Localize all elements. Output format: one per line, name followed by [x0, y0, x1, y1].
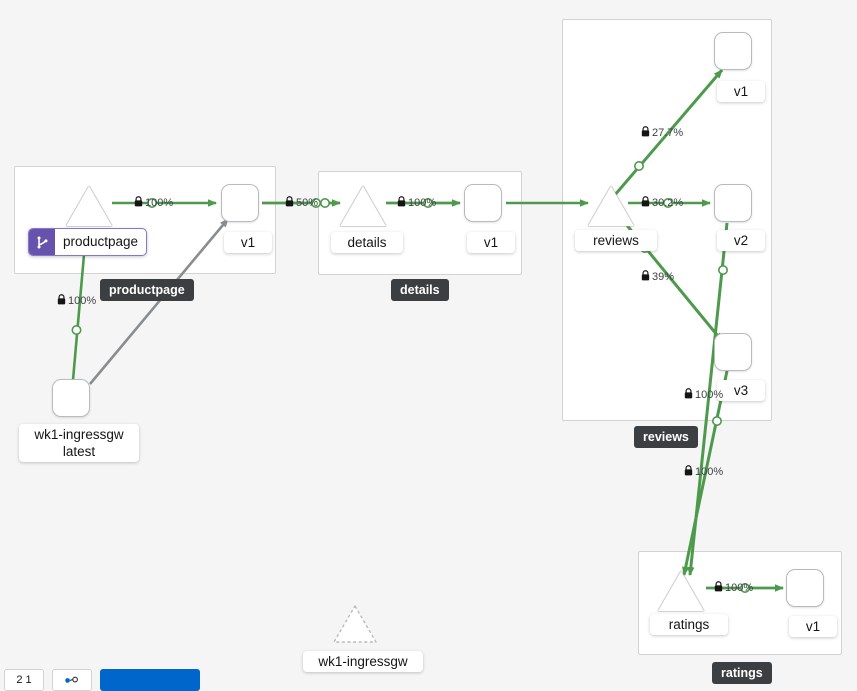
edge-label-text: 100% — [145, 197, 174, 209]
edge-label-text: 39% — [652, 271, 675, 283]
lock-icon — [285, 196, 294, 210]
group-tag-ratings: ratings — [712, 662, 772, 684]
node-shape-box[interactable] — [714, 32, 752, 70]
node-reviews-v3[interactable] — [714, 333, 752, 371]
zoom-level-chip[interactable]: 2 1 — [4, 669, 44, 691]
edge-label-text: 27.7% — [652, 127, 684, 139]
node-shape-box[interactable] — [52, 379, 90, 417]
node-productpage-service[interactable] — [66, 186, 112, 226]
node-reviews-v2[interactable] — [714, 184, 752, 222]
edge-label-productpage-v1-to-details: 50% — [285, 196, 318, 210]
lock-icon — [684, 465, 693, 479]
node-label-ratings: ratings — [650, 614, 728, 635]
edge-label-ingressgw-to-productpage: 100% — [57, 294, 96, 308]
node-ingressgw[interactable] — [52, 379, 90, 417]
edge-label-details-to-v1: 100% — [397, 196, 436, 210]
node-details-v1[interactable] — [464, 184, 502, 222]
virtual-service-badge-productpage[interactable]: productpage — [28, 228, 148, 256]
node-label-reviews-v3: v3 — [717, 380, 765, 401]
lock-icon — [684, 388, 693, 402]
node-reviews-v1[interactable] — [714, 32, 752, 70]
edge-label-text: 100% — [725, 582, 754, 594]
node-shape-box[interactable] — [221, 184, 259, 222]
lock-icon — [641, 126, 650, 140]
legend-chip[interactable] — [52, 669, 92, 691]
edge-label-reviews-v2-to-ratings: 100% — [684, 465, 723, 479]
node-label-ingressgw-idle: wk1-ingressgw — [303, 651, 423, 672]
node-label-line2: latest — [62, 444, 96, 459]
lock-icon — [714, 581, 723, 595]
group-tag-reviews: reviews — [634, 426, 698, 448]
node-productpage-v1[interactable] — [221, 184, 259, 222]
edge-label-text: 30.2% — [652, 197, 684, 209]
group-tag-details: details — [391, 279, 449, 301]
node-label-ingressgw: wk1-ingressgw latest — [19, 424, 139, 462]
edge-label-text: 100% — [695, 389, 724, 401]
node-label-reviews-v2: v2 — [717, 230, 765, 251]
lock-icon — [397, 196, 406, 210]
node-label-reviews: reviews — [575, 230, 657, 251]
node-shape-triangle[interactable] — [66, 186, 112, 226]
node-ingressgw-idle[interactable] — [332, 604, 378, 649]
group-tag-productpage: productpage — [100, 279, 194, 301]
edge-label-reviews-to-v2: 30.2% — [641, 196, 683, 210]
lock-icon — [57, 294, 66, 308]
node-reviews-service[interactable] — [588, 186, 634, 226]
node-shape-box[interactable] — [464, 184, 502, 222]
node-label-details-v1: v1 — [467, 232, 515, 253]
edge-label-reviews-to-v3: 39% — [641, 270, 674, 284]
node-label-details: details — [331, 232, 403, 253]
node-label-ratings-v1: v1 — [789, 616, 837, 637]
lock-icon — [641, 270, 650, 284]
graph-toolbar[interactable]: 2 1 — [0, 667, 200, 691]
edge-label-reviews-v3-to-ratings: 100% — [684, 388, 723, 402]
node-ratings-v1[interactable] — [786, 569, 824, 607]
edge-label-text: 100% — [695, 466, 724, 478]
node-shape-triangle[interactable] — [658, 571, 704, 611]
node-label-productpage: productpage — [63, 234, 139, 249]
node-ratings-service[interactable] — [658, 571, 704, 611]
node-shape-box[interactable] — [714, 184, 752, 222]
edge-label-text: 100% — [68, 295, 97, 307]
node-shape-triangle[interactable] — [588, 186, 634, 226]
node-shape-triangle[interactable] — [340, 186, 386, 226]
node-details-service[interactable] — [340, 186, 386, 226]
node-label-productpage-v1: v1 — [224, 232, 272, 253]
lock-icon — [641, 196, 650, 210]
primary-toolbar-button[interactable] — [100, 669, 200, 691]
node-shape-box[interactable] — [786, 569, 824, 607]
node-shape-triangle-dashed[interactable] — [332, 604, 378, 644]
edge-label-text: 100% — [408, 197, 437, 209]
virtual-service-icon — [29, 229, 55, 255]
edge-label-reviews-to-v1: 27.7% — [641, 126, 683, 140]
edge-label-ratings-to-v1: 100% — [714, 581, 753, 595]
node-label-reviews-v1: v1 — [717, 81, 765, 102]
lock-icon — [134, 196, 143, 210]
legend-icon — [65, 676, 78, 683]
node-shape-box[interactable] — [714, 333, 752, 371]
node-label-line1: wk1-ingressgw — [34, 427, 124, 442]
edge-label-productpage-to-v1: 100% — [134, 196, 173, 210]
edge-label-text: 50% — [296, 197, 319, 209]
